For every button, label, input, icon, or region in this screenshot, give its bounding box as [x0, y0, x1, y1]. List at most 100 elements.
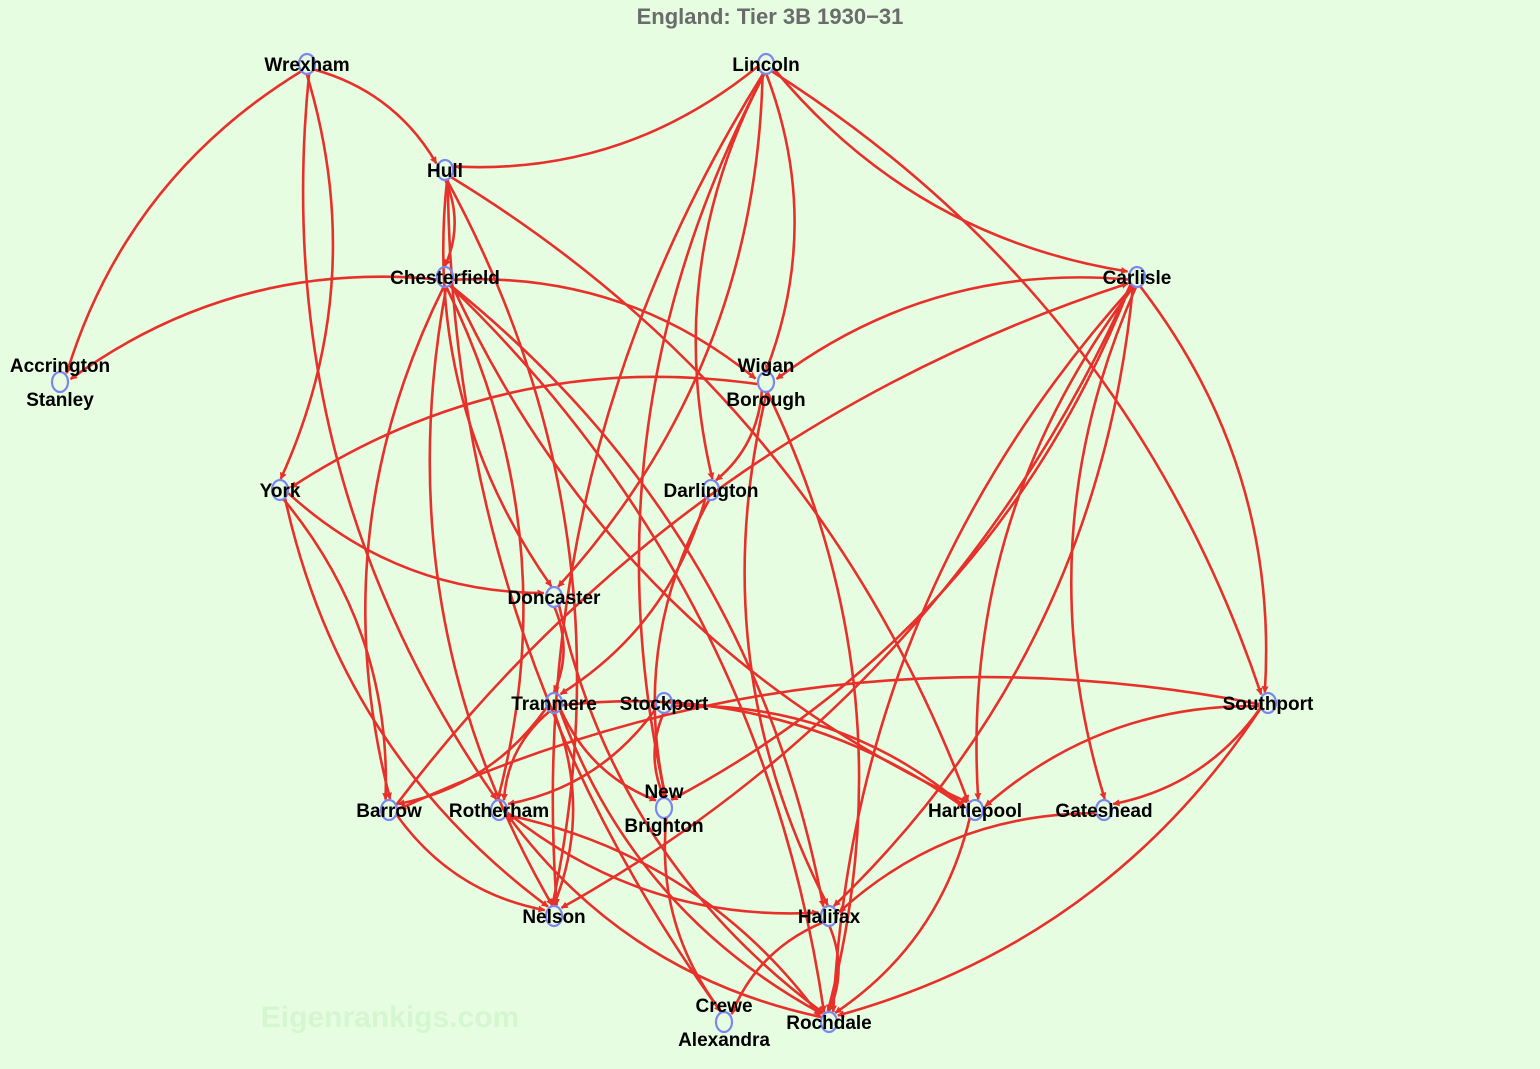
edge-doncaster-to-tranmere	[552, 605, 565, 693]
edge-southport-to-rochdale	[837, 707, 1262, 1018]
edge-carlisle-to-newbrighton	[670, 283, 1133, 801]
edge-york-to-nelson	[283, 497, 549, 908]
node-rochdale-label: Rochdale	[786, 1013, 872, 1034]
edge-wigan-to-rochdale	[765, 390, 861, 1012]
node-halifax-marker	[819, 904, 839, 928]
node-york-marker	[270, 478, 290, 502]
edge-chesterfield-to-halifax	[448, 283, 826, 908]
edge-tranmere-to-rochdale	[558, 709, 823, 1015]
node-lincoln[interactable]: Lincoln	[732, 52, 800, 76]
edge-gateshead-to-halifax	[838, 811, 1096, 913]
edge-southport-to-gateshead	[1112, 707, 1262, 807]
edge-carlisle-to-wigan	[775, 276, 1129, 381]
node-hartlepool-label: Hartlepool	[928, 801, 1022, 822]
edge-carlisle-to-gateshead	[1069, 285, 1138, 800]
edge-carlisle-to-hartlepool	[974, 284, 1136, 801]
node-tranmere[interactable]: Tranmere	[511, 691, 597, 715]
edge-hartlepool-to-rochdale	[834, 817, 972, 1014]
node-stockport-label: Stockport	[620, 694, 709, 715]
node-doncaster[interactable]: Doncaster	[508, 585, 602, 609]
edge-chesterfield-to-rotherham	[444, 285, 525, 800]
edge-hull-to-nelson	[445, 178, 579, 906]
edge-chesterfield-to-rochdale	[448, 284, 827, 1013]
edge-hull-to-hartlepool	[450, 175, 970, 803]
node-chesterfield[interactable]: Chesterfield	[390, 265, 500, 289]
node-halifax-label: Halifax	[798, 907, 861, 928]
watermark-text: Eigenrankigs.com	[261, 1001, 519, 1034]
edge-york-to-barrow	[281, 497, 390, 801]
node-hull[interactable]: Hull	[427, 158, 463, 182]
node-nelson-label: Nelson	[522, 907, 585, 928]
edge-wigan-to-darlington	[715, 389, 764, 482]
node-newbrighton-label-line2: Brighton	[624, 816, 703, 837]
edge-carlisle-to-halifax	[832, 284, 1135, 908]
node-newbrighton-label-line1: New	[644, 782, 683, 803]
node-rochdale[interactable]: Rochdale	[786, 1010, 872, 1034]
edge-lincoln-to-nelson	[551, 72, 765, 906]
node-carlisle[interactable]: Carlisle	[1103, 265, 1172, 289]
node-barrow-marker	[379, 798, 399, 822]
node-rotherham[interactable]: Rotherham	[449, 798, 549, 822]
node-rochdale-marker	[819, 1010, 839, 1034]
edge-tranmere-to-barrow	[397, 707, 548, 807]
edge-lincoln-to-southport	[770, 70, 1263, 696]
node-darlington-marker	[701, 478, 721, 502]
edge-chesterfield-to-accrington	[69, 275, 437, 381]
diagram-title: England: Tier 3B 1930−31	[637, 4, 904, 29]
edge-rotherham-to-halifax	[506, 811, 820, 917]
node-southport-label: Southport	[1223, 694, 1314, 715]
node-barrow[interactable]: Barrow	[356, 798, 422, 822]
node-doncaster-label: Doncaster	[508, 588, 602, 609]
edge-chesterfield-to-hartlepool	[450, 282, 968, 804]
node-york[interactable]: York	[260, 478, 301, 502]
node-gateshead-label: Gateshead	[1055, 801, 1152, 822]
node-wrexham-label: Wrexham	[264, 55, 349, 76]
node-carlisle-marker	[1127, 265, 1147, 289]
node-darlington[interactable]: Darlington	[664, 478, 759, 502]
node-tranmere-label: Tranmere	[511, 694, 597, 715]
node-nelson[interactable]: Nelson	[522, 904, 586, 928]
edge-wrexham-to-accrington	[65, 69, 303, 374]
node-halifax[interactable]: Halifax	[798, 904, 861, 928]
edge-wrexham-to-rotherham	[301, 72, 498, 801]
node-lincoln-label: Lincoln	[732, 55, 800, 76]
node-stockport[interactable]: Stockport	[620, 691, 709, 715]
node-southport[interactable]: Southport	[1223, 691, 1314, 715]
node-wigan-marker	[756, 370, 776, 394]
edge-wigan-to-york	[289, 375, 758, 489]
edge-hull-to-doncaster	[442, 178, 553, 588]
node-accrington-label-line1: Accrington	[10, 356, 110, 377]
edge-york-to-doncaster	[287, 492, 545, 597]
edge-tranmere-to-rotherham	[500, 710, 551, 801]
edge-hull-to-crewe	[446, 178, 722, 1013]
node-crewe-label-line1: Crewe	[695, 996, 752, 1017]
edge-southport-to-hartlepool	[984, 704, 1260, 808]
edge-rochdale-to-rotherham	[507, 815, 822, 1019]
node-wrexham[interactable]: Wrexham	[264, 52, 350, 76]
edge-chesterfield-to-barrow	[364, 285, 446, 800]
edge-stockport-to-hartlepool	[672, 704, 966, 808]
edge-halifax-to-rochdale	[827, 924, 840, 1012]
node-rotherham-label: Rotherham	[449, 801, 549, 822]
node-gateshead[interactable]: Gateshead	[1055, 798, 1153, 822]
edge-halifax-to-crewe	[730, 921, 824, 1015]
node-chesterfield-marker	[435, 265, 455, 289]
node-hull-label: Hull	[427, 161, 463, 182]
node-wigan-label-line2: Borough	[726, 390, 805, 411]
node-crewe-label-line2: Alexandra	[678, 1030, 770, 1051]
node-carlisle-label: Carlisle	[1103, 268, 1172, 289]
node-darlington-label: Darlington	[664, 481, 759, 502]
node-hartlepool[interactable]: Hartlepool	[928, 798, 1022, 822]
edge-lincoln-to-newbrighton	[637, 72, 766, 798]
edge-doncaster-to-rochdale	[557, 604, 824, 1014]
edge-newbrighton-to-crewe	[663, 816, 723, 1013]
edge-carlisle-to-southport	[1138, 284, 1269, 694]
node-hartlepool-marker	[965, 798, 985, 822]
node-wigan-label-line1: Wigan	[738, 356, 795, 377]
node-rotherham-marker	[489, 798, 509, 822]
node-york-label: York	[260, 481, 301, 502]
